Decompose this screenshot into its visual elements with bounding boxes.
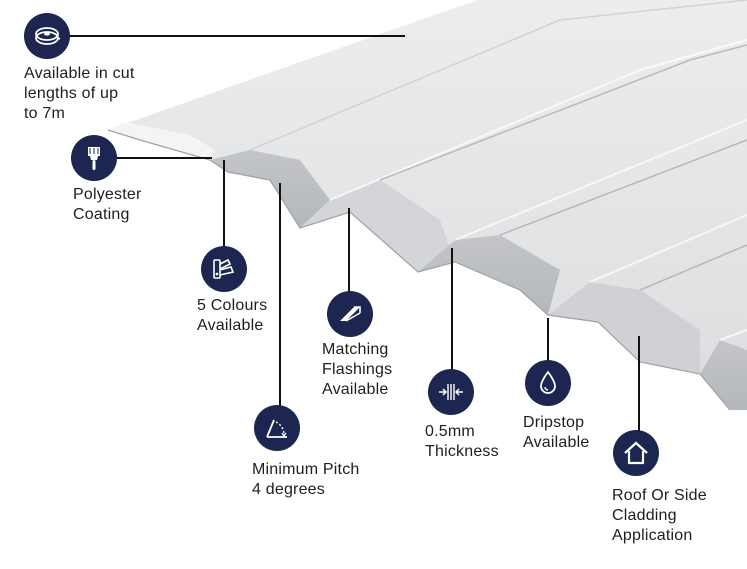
- dripstop-label: Dripstop Available: [523, 414, 590, 451]
- house-icon: [613, 430, 659, 476]
- tape-measure-icon: [24, 13, 70, 59]
- leader-lines: [62, 35, 640, 432]
- application-label: Roof Or Side Cladding Application: [612, 487, 707, 544]
- thickness-icon: [428, 369, 474, 415]
- colour-swatch-icon: [201, 246, 247, 292]
- cut-lengths-label: Available in cut lengths of up to 7m: [24, 65, 135, 122]
- thickness-label: 0.5mm Thickness: [425, 423, 499, 460]
- colours-label: 5 Colours Available: [197, 297, 268, 334]
- flashings-label: Matching Flashings Available: [322, 341, 393, 398]
- angle-icon: [254, 405, 300, 451]
- coating-label: Polyester Coating: [73, 186, 142, 223]
- pitch-label: Minimum Pitch 4 degrees: [252, 461, 360, 498]
- water-drop-icon: [525, 360, 571, 406]
- sheet-body: [107, 0, 747, 411]
- flashing-icon: [327, 291, 373, 337]
- paint-brush-icon: [71, 135, 117, 181]
